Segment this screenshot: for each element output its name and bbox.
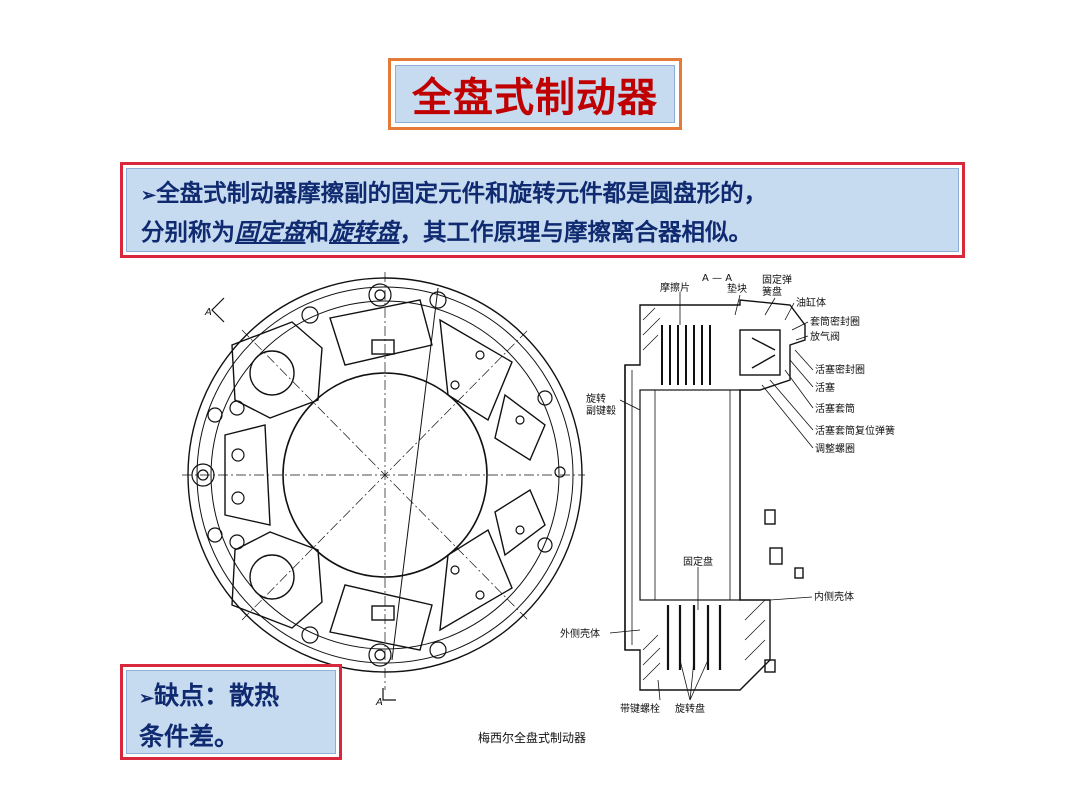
front-view	[182, 272, 585, 701]
section-mark-bottom: A	[375, 697, 383, 708]
desc-part4: ，其工作原理与摩擦离合器相似。	[399, 218, 753, 246]
bullet-arrow-icon: ➢	[139, 688, 155, 709]
label-sleeve-seal: 套筒密封圈	[810, 315, 860, 328]
label-inner-shell: 内侧壳体	[814, 590, 854, 603]
section-labels: A — A 摩擦片 垫块 固定弹 簧盘 油缸体 套筒密封圈 放气阀 活塞密封圈 …	[560, 273, 895, 715]
label-fixed-spring-2: 簧盘	[762, 285, 782, 298]
label-fixed-spring-1: 固定弹	[762, 273, 792, 286]
figure-caption: 梅西尔全盘式制动器	[478, 730, 586, 745]
label-rot-hub-2: 副键毂	[586, 404, 616, 417]
page-title: 全盘式制动器	[395, 65, 675, 123]
bullet-arrow-icon: ➢	[141, 185, 157, 206]
term-rotating-disc: 旋转盘	[329, 218, 400, 246]
desc-part3: 和	[305, 218, 330, 246]
label-reset-spring: 活塞套筒复位弹簧	[815, 424, 895, 437]
section-view	[609, 292, 814, 701]
drawback-text: ➢缺点：散热 条件差。	[126, 670, 336, 754]
title-box: 全盘式制动器	[388, 58, 682, 130]
label-section-title: A — A	[702, 273, 732, 284]
desc-part1: 全盘式制动器摩擦副的固定元件和旋转元件都是圆盘形的，	[156, 179, 768, 207]
drawback-box: ➢缺点：散热 条件差。	[120, 664, 342, 760]
label-key-bolt: 带键螺栓	[620, 702, 660, 715]
label-rot-hub-1: 旋转	[586, 392, 606, 405]
label-outer-shell: 外侧壳体	[560, 627, 600, 640]
description-box: ➢全盘式制动器摩擦副的固定元件和旋转元件都是圆盘形的， 分别称为固定盘和旋转盘，…	[120, 162, 965, 258]
desc-part2: 分别称为	[141, 218, 235, 246]
drawback-line2: 条件差。	[139, 722, 240, 751]
label-pad: 垫块	[727, 282, 747, 295]
section-mark-top: A	[204, 307, 212, 318]
label-friction-plate: 摩擦片	[660, 281, 690, 294]
description-text: ➢全盘式制动器摩擦副的固定元件和旋转元件都是圆盘形的， 分别称为固定盘和旋转盘，…	[126, 168, 959, 252]
label-fixed-disc: 固定盘	[683, 555, 713, 568]
drawback-line1: 缺点：散热	[154, 681, 280, 710]
label-bleed-valve: 放气阀	[810, 330, 840, 343]
label-piston: 活塞	[815, 381, 835, 394]
label-piston-seal: 活塞密封圈	[815, 363, 865, 376]
label-rotating-disc: 旋转盘	[675, 702, 705, 715]
term-fixed-disc: 固定盘	[235, 218, 306, 246]
label-piston-sleeve: 活塞套筒	[815, 402, 855, 415]
label-cylinder-body: 油缸体	[796, 296, 826, 309]
label-adjust-nut: 调整螺圈	[815, 442, 855, 455]
